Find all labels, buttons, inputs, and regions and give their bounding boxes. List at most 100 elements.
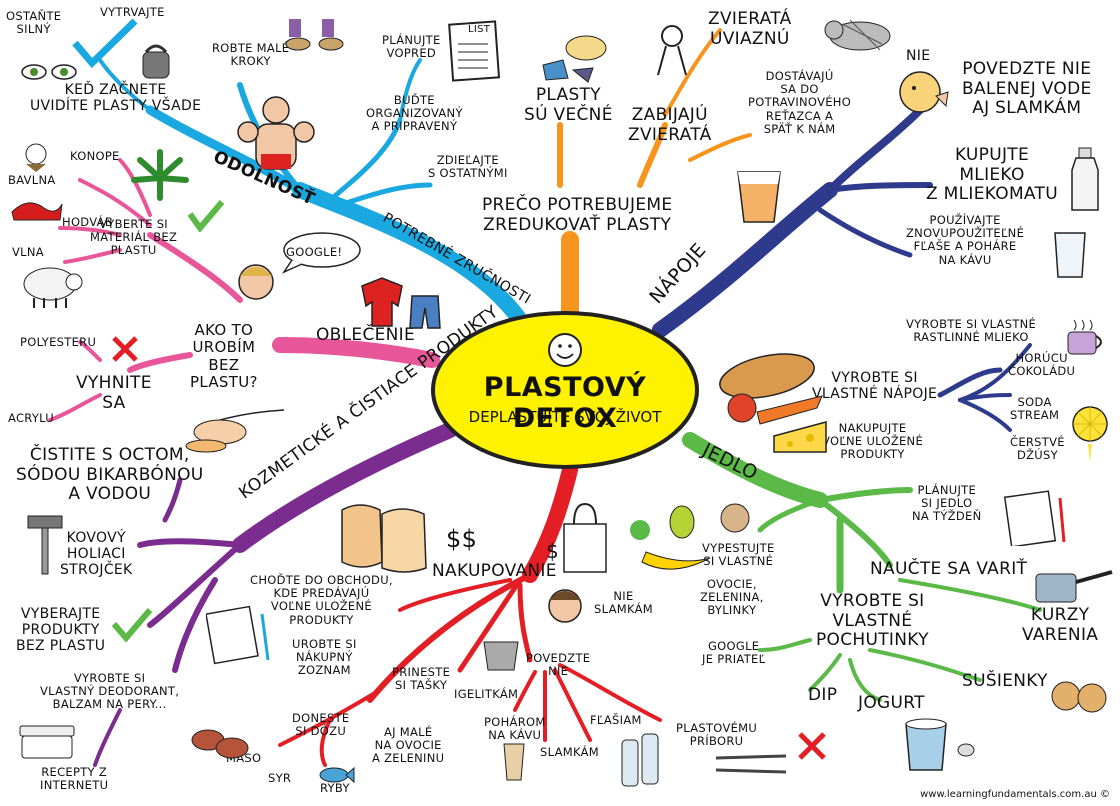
plastic-forever: PLASTY SÚ VEČNÉ [524,85,613,125]
weight-icon [142,44,170,79]
cross-icon [798,732,826,760]
credit-url: www.learningfundamentals.com.au © [920,789,1110,800]
center-title: PLASTOVÝ DETOX [483,372,647,434]
list-icon [448,20,501,82]
cooking-courses: KURZY VARENIA [1022,605,1099,645]
jar-icon [19,725,75,759]
google-bubble: GOOGLE! [286,245,343,259]
onion-icon [720,503,750,533]
head-icon [238,264,274,300]
say-no-water: POVEDZTE NIE BALENEJ VODE AJ SLAMKÁM [962,59,1092,119]
ring-pull-icon [657,25,687,76]
no-straws-bubble: NIE SLAMKÁM [594,589,653,617]
buy-bulk: NAKUPUJTE VOĽNE ULOŽENÉ PRODUKTY [822,421,924,462]
shopping-list: UROBTE SI NÁKUPNÝ ZOZNAM [292,637,357,678]
plan-ahead: PLÁNUJTE VOPRED [382,33,441,61]
google-friend: GOOGLE JE PRIATEĽ [702,639,766,667]
fish-icon [319,766,355,784]
metal-razor: KOVOVÝ HOLIACI STROJČEK [60,530,133,579]
yogurt-icon [905,718,975,771]
sacks-icon [341,504,427,573]
kill-animals: ZABIJAJÚ ZVIERATÁ [628,105,712,145]
center-node: PLASTOVÝ DETOX DEPLASTUJTE SVOJ ŽIVOT [430,310,700,470]
silk: HODVÁB [62,215,114,229]
why-label: PREČO POTREBUJEME ZREDUKOVAŤ PLASTY [482,195,673,235]
meat-icon [191,729,249,759]
saucepan-icon [1035,570,1113,603]
clothing: OBLEČENIE [316,325,416,345]
bread-veg-icon [719,353,823,425]
cross-icon [112,336,138,362]
milk-bottle-icon [1071,147,1099,211]
fish: RYBY [320,781,350,795]
cutlery: PLASTOVÉMU PRÍBORU [676,721,758,749]
cheese-icon [773,421,827,453]
no-bubble: NIE [906,48,931,64]
cookie-icon [1051,681,1107,713]
learn-cook: NAUČTE SA VARIŤ [870,559,1028,579]
small-bags: AJ MALÉ NA OVOCIE A ZELENINU [372,725,445,766]
hemp-leaf-icon [131,149,189,201]
checkmark-icon [72,18,138,68]
bottles: FĽAŠIAM [590,713,642,727]
plant-milk: VYROBTE SI VLASTNÉ RASTLINNÉ MLIEKO [906,317,1037,345]
lemon-icon [1072,406,1108,462]
checkmark-icon [111,608,153,642]
avoid: VYHNITE SA [76,373,152,413]
shopping-label: NAKUPOVANIE [432,561,557,581]
strongman-icon [237,96,315,170]
fresh-juice: ČERSTVÉ DŽÚSY [1010,435,1065,463]
polyester: POLYESTERU [20,335,97,349]
cotton: BAVLNA [8,173,56,187]
make-deodorant: VYROBTE SI VLASTNÝ DEODORANT, BALZAM NA … [40,671,180,712]
soda-stream: SODA STREAM [1010,395,1060,423]
bring-bags: PRINESTE SI TAŠKY [392,665,451,693]
reusable: POUŽÍVAJTE ZNOVUPOUŽITEĽNÉ FĽAŠE A POHÁR… [906,213,1025,267]
plastic-bag-icon [483,641,519,671]
fruit-icon [630,505,711,570]
bottles-icon [621,733,659,787]
buy-milk: KUPUJTE MLIEKO Z MLIEKOMATU [926,145,1058,205]
clean-vinegar: ČISTITE S OCTOM, SÓDOU BIKARBÓNOU A VODO… [16,445,204,505]
center-subtitle: DEPLASTUJTE SVOJ ŽIVOT [468,408,662,426]
straws: SLAMKÁM [540,745,599,759]
coffee-cups: POHÁROM NA KÁVU [484,715,546,743]
bring-box: DONESTE SI DÓZU [292,711,350,739]
see-plastic: KEĎ ZAČNETE UVIDÍTE PLASTY VŠADE [30,82,202,115]
checkmark-icon [187,200,225,232]
persevere: VYTRVAJTE [100,5,165,19]
choose-plastic-free: VYBERAJTE PRODUKTY BEZ PLASTU [16,606,106,655]
internet-recipes: RECEPTY Z INTERNETU [40,765,109,793]
face-icon [899,71,949,113]
meal-plan-icon [1003,490,1066,546]
scrubbing-hand-icon [185,409,285,453]
mug-icon [1067,319,1102,355]
cheese: SYR [268,771,292,785]
bulk-shops: CHOĎTE DO OBCHODU, KDE PREDÁVAJÚ VOĽNE U… [250,573,393,627]
plan-meals: PLÁNUJTE SI JEDLO NA TÝŽDEŇ [912,483,982,524]
hemp: KONOPE [70,149,120,163]
stay-strong: OSTAŇTE SILNÝ [6,9,62,37]
cotton-icon [25,143,47,172]
money-icon: $$ [446,525,478,553]
fruit-veg-herbs: OVOCIE, ZELENINA, BYLINKY [700,577,764,618]
how-label: AKO TO UROBÍM BEZ PLASTU? [190,321,258,391]
person-icon [548,589,582,623]
seal-icon [824,19,891,51]
glass-icon [1054,232,1086,278]
silk-icon [11,202,63,221]
cup-icon [503,743,525,781]
make-own-drinks: VYROBTE SI VLASTNÉ NÁPOJE [812,370,938,403]
grow-own: VYPESTUJTE SI VLASTNÉ [702,541,775,569]
shopping-list-icon [206,605,270,665]
clothes-icon [361,277,441,329]
wool: VLNA [12,245,44,259]
be-organized: BUĎTE ORGANIZOVANÝ A PRIPRAVENÝ [366,93,463,134]
speech-bubble-icon [281,232,361,274]
plastic-waste-icon [542,35,607,83]
choose-material: VYBERTE SI MATERIÁL BEZ PLASTU [90,217,178,258]
feet-icon [285,19,344,51]
yogurt: JOGURT [858,693,925,713]
list-title: LIST [468,24,491,35]
